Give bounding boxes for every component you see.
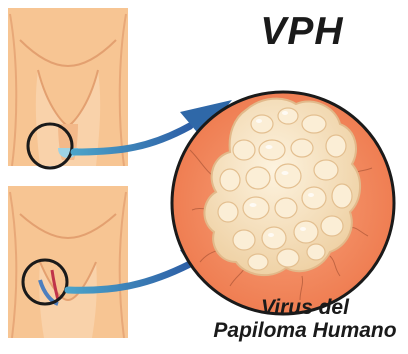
title-vph: VPH (196, 10, 408, 54)
female-anatomy-icon (8, 186, 128, 338)
male-anatomy-icon (8, 8, 128, 166)
caption-line-2: Papiloma Humano (202, 319, 408, 342)
caption-line-1: Virus del (202, 296, 408, 319)
